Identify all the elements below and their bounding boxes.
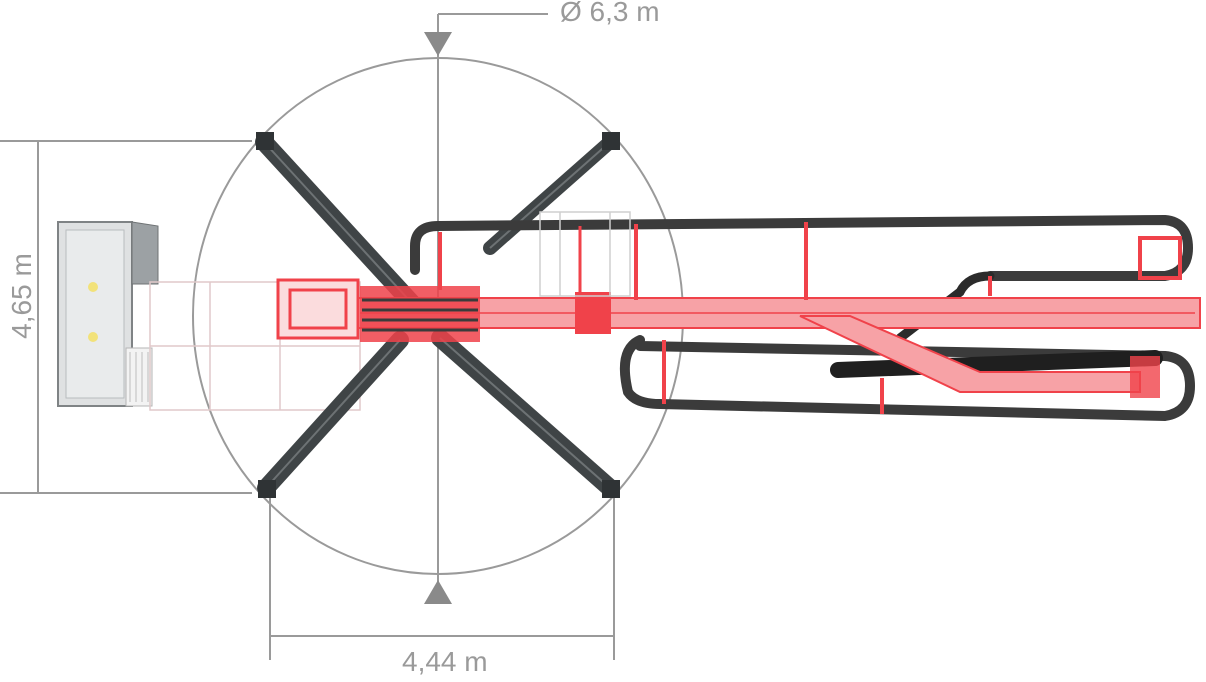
control-cabinet: [57, 221, 159, 407]
height-label: 4,65 m: [6, 253, 37, 339]
base-frame: [149, 281, 361, 411]
diameter-arrows: [424, 32, 452, 604]
return-pipe: [895, 271, 995, 343]
upper-pipe: [410, 214, 1194, 281]
lamp-icon: [88, 282, 98, 292]
end-hose: [830, 350, 1163, 378]
boom-joint: [575, 292, 611, 334]
boom-sections: [276, 222, 1201, 414]
diameter-label: Ø 6,3 m: [560, 0, 660, 27]
lower-pipe: [620, 335, 1196, 422]
ladder-frame: [539, 211, 631, 297]
arrow-up-icon: [424, 580, 452, 604]
outrigger-feet: [256, 132, 620, 498]
arrow-down-icon: [424, 32, 452, 56]
boom-joint: [1130, 356, 1160, 398]
boom-joint: [1138, 236, 1182, 280]
lamp-icon: [88, 332, 98, 342]
slewing-hub: [360, 286, 480, 342]
width-label: 4,44 m: [402, 646, 488, 677]
